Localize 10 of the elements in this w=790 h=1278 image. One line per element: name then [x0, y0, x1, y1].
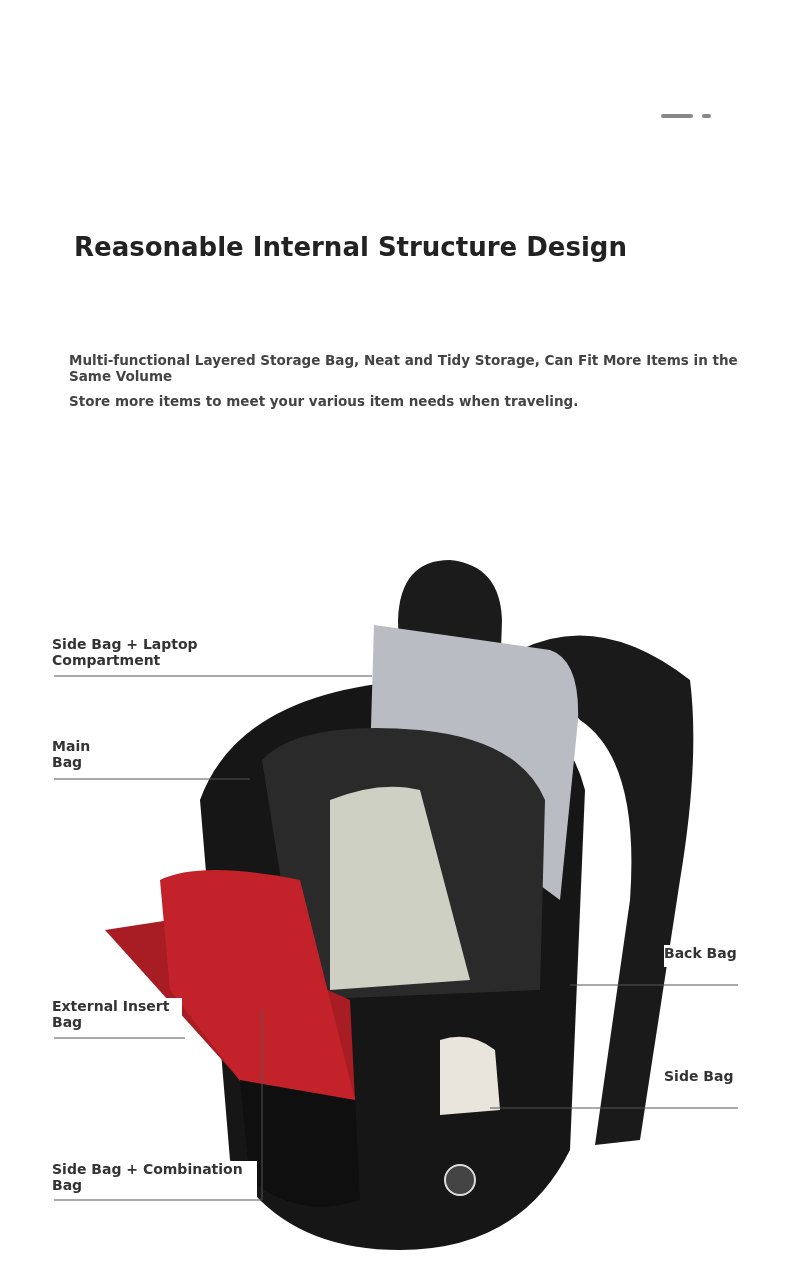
- callout-label: Side Bag + Combination Bag: [52, 1161, 257, 1198]
- leader-line: [53, 675, 373, 677]
- leader-line: [489, 1107, 739, 1109]
- subheading: Store more items to meet your various item needs when traveling.: [69, 393, 580, 409]
- leader-line: [53, 1037, 186, 1039]
- leader-line: [53, 1009, 263, 1201]
- subheading: Multi-functional Layered Storage Bag, Neat and Tidy Storage, Can Fit More Items in the Same Volume: [69, 352, 739, 384]
- heading: Reasonable Internal Structure Design: [74, 232, 627, 262]
- leader-line: [53, 778, 251, 780]
- leader-line: [569, 984, 739, 986]
